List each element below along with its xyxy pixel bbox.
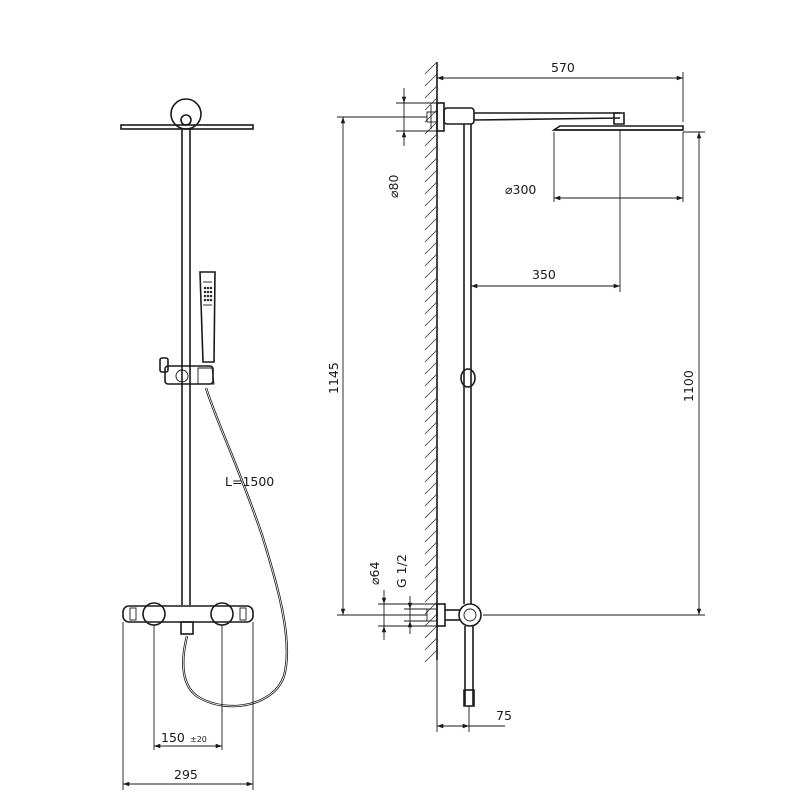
wall-hatch-line <box>424 649 438 663</box>
wall-hatch-line <box>424 373 438 387</box>
wall-hatch-line <box>424 625 438 639</box>
top-arm-connector <box>443 107 625 125</box>
wall-hatch-line <box>424 409 438 423</box>
head-diameter-label: ⌀300 <box>505 182 536 197</box>
wall-hatch-line <box>424 145 438 159</box>
wall-hatch-line <box>424 253 438 267</box>
wall-hatch-line <box>424 241 438 255</box>
dim-arm-projection: 570 <box>436 60 684 122</box>
dim-flange-diameter: ⌀80 <box>386 88 437 198</box>
front-slider-holder <box>159 357 215 385</box>
thread-size-label: G 1/2 <box>394 554 409 588</box>
wall-hatch-line <box>424 445 438 459</box>
wall-hatch-line <box>424 337 438 351</box>
wall-hatch-line <box>424 181 438 195</box>
wall <box>424 61 438 663</box>
wall-hatch-line <box>424 229 438 243</box>
front-width-label: 295 <box>174 767 198 782</box>
wall-hatch-line <box>424 637 438 651</box>
wall-hatch-line <box>424 589 438 603</box>
dim-escutcheon-diameter: ⌀64 <box>367 562 437 640</box>
wall-hatch-line <box>424 265 438 279</box>
front-hand-shower <box>199 271 216 363</box>
arm-length-label: 350 <box>532 267 556 282</box>
wall-hatch-line <box>424 421 438 435</box>
dim-arm-length: 350 <box>471 130 621 292</box>
dim-head-height: 1100 <box>483 131 705 616</box>
wall-hatch-line <box>424 493 438 507</box>
wall-hatch-line <box>424 385 438 399</box>
front-riser-pipe <box>181 129 191 605</box>
wall-hatch-line <box>424 613 438 627</box>
wall-hatch-line <box>424 469 438 483</box>
wall-hatch-line <box>424 313 438 327</box>
dim-axis-distance: 150 ±20 <box>153 625 223 750</box>
dim-total-height: 1145 <box>326 116 427 616</box>
wall-hatch-line <box>424 217 438 231</box>
wall-hatch-line <box>424 73 438 87</box>
flange-diameter-label: ⌀80 <box>386 175 401 198</box>
total-height-label: 1145 <box>326 362 341 394</box>
wall-hatch-line <box>424 505 438 519</box>
wall-hatch-line <box>424 193 438 207</box>
wall-hatch-line <box>424 169 438 183</box>
axis-distance-label: 150 <box>161 730 185 745</box>
wall-hatch-line <box>424 577 438 591</box>
wall-hatch-line <box>424 133 438 147</box>
wall-hatch-line <box>424 433 438 447</box>
wall-hatch-line <box>424 457 438 471</box>
wall-hatch-line <box>424 325 438 339</box>
dim-thread-size: G 1/2 <box>394 554 427 634</box>
front-view: L=1500 150 ±20 295 <box>120 98 289 790</box>
wall-hatch-line <box>424 301 438 315</box>
wall-offset-label: 75 <box>496 708 512 723</box>
side-shower-head <box>551 125 684 131</box>
side-view: 570 ⌀300 350 ⌀80 1145 <box>326 60 705 732</box>
front-mixer-bar <box>122 602 254 635</box>
wall-hatch-line <box>424 97 438 111</box>
dim-wall-offset: 75 <box>436 660 512 732</box>
wall-hatch-line <box>424 517 438 531</box>
wall-hatch-line <box>424 541 438 555</box>
wall-hatch-line <box>424 277 438 291</box>
wall-hatch-line <box>424 565 438 579</box>
front-shower-head <box>120 98 254 130</box>
axis-tolerance-label: ±20 <box>190 735 207 744</box>
side-riser-pipe <box>460 124 476 604</box>
head-height-label: 1100 <box>681 370 696 402</box>
wall-hatch-line <box>424 529 438 543</box>
wall-hatch-line <box>424 289 438 303</box>
side-mixer <box>426 603 482 707</box>
hose-length-label: L=1500 <box>225 474 274 489</box>
wall-hatch-line <box>424 205 438 219</box>
front-hose <box>182 387 289 708</box>
wall-hatch-line <box>424 349 438 363</box>
wall-hatch-line <box>424 361 438 375</box>
dim-front-width: 295 <box>122 622 254 790</box>
wall-hatch-line <box>424 553 438 567</box>
wall-hatch-line <box>424 481 438 495</box>
arm-projection-label: 570 <box>551 60 575 75</box>
wall-hatch-line <box>424 157 438 171</box>
wall-hatch-line <box>424 85 438 99</box>
wall-hatch-line <box>424 397 438 411</box>
wall-hatch-line <box>424 61 438 75</box>
escutcheon-diameter-label: ⌀64 <box>367 562 382 585</box>
dim-head-diameter: ⌀300 <box>505 132 684 202</box>
